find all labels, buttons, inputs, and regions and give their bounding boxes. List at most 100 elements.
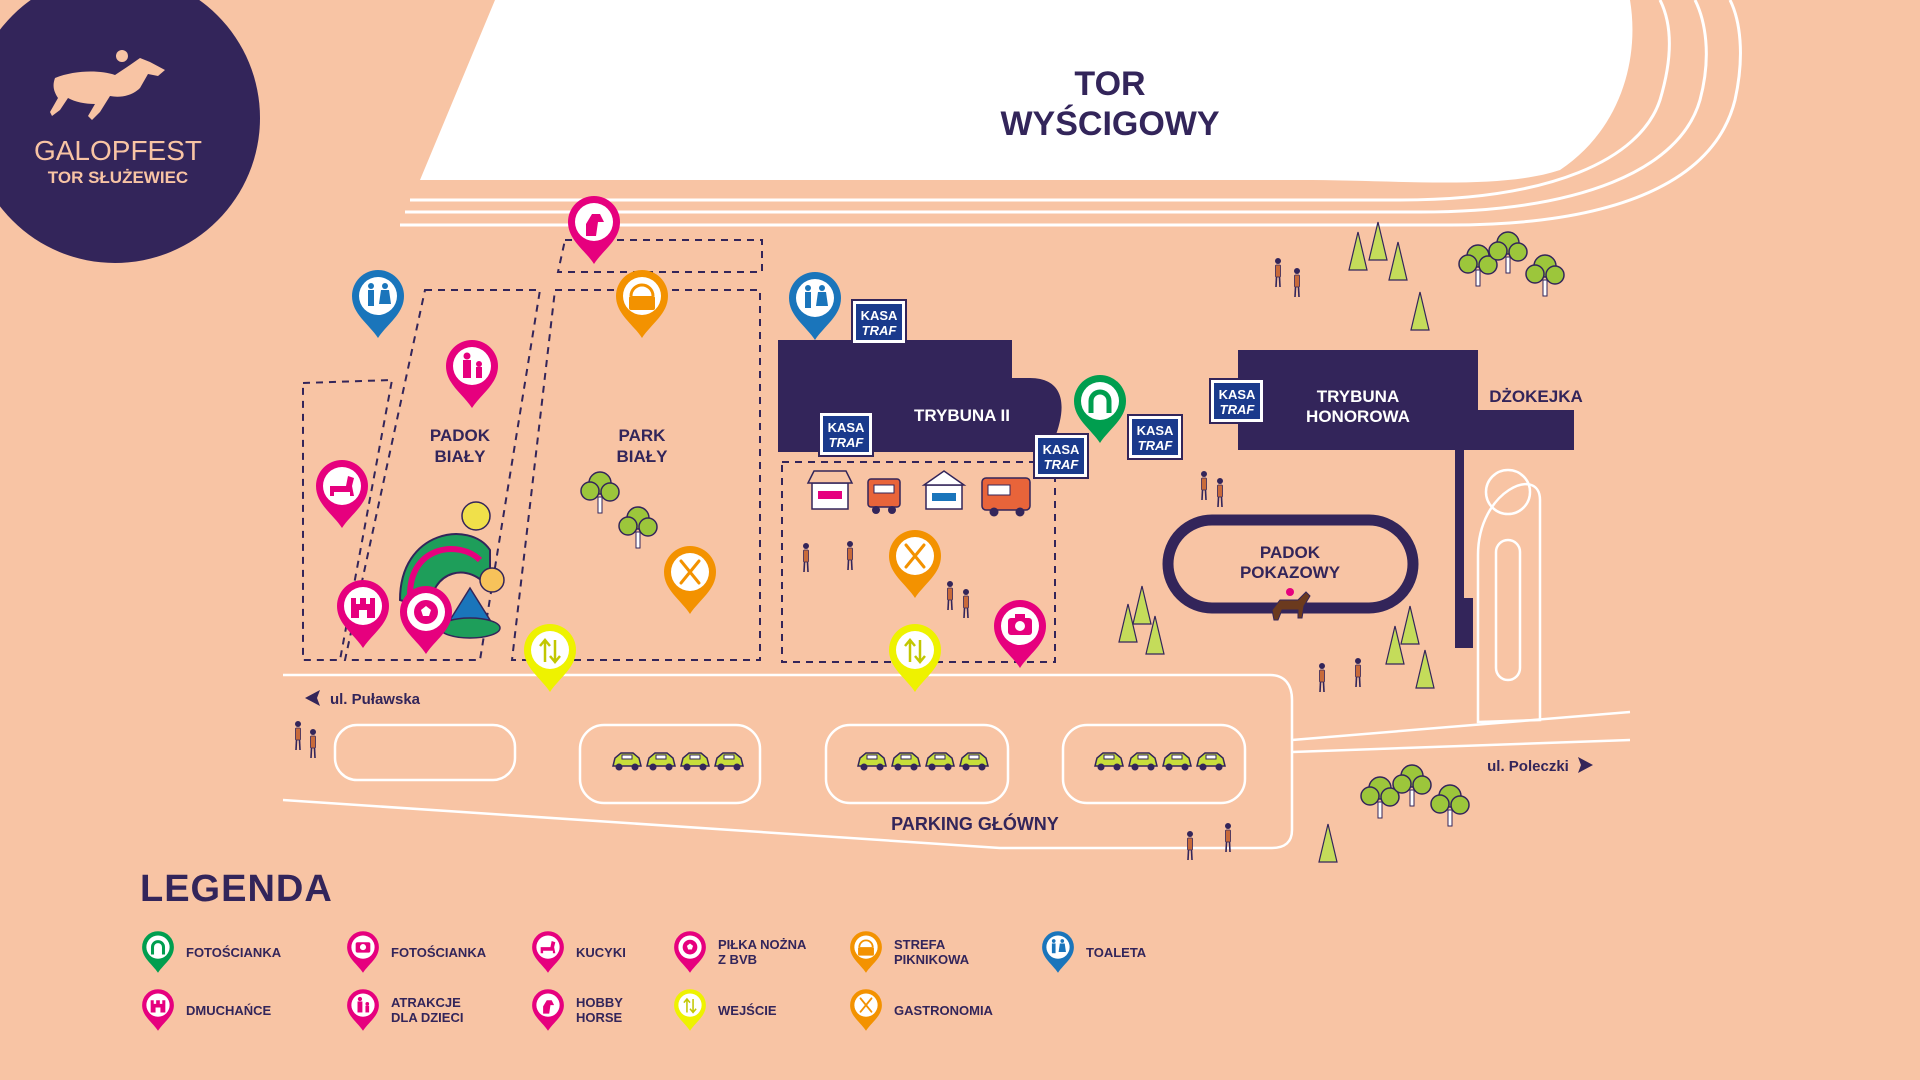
legend-label: ATRAKCJE DLA DZIECI <box>391 995 464 1025</box>
legend-item-bouncy-castle: DMUCHAŃCE <box>140 988 296 1032</box>
hobby-horse-icon <box>532 989 564 1031</box>
toilet-pin[interactable] <box>352 270 404 338</box>
legend-label: TOALETA <box>1086 944 1147 960</box>
kasa-traf-sign: KASA TRAF <box>1209 378 1265 424</box>
bouncy-castle-icon <box>351 598 375 618</box>
entrance-arrows-icon <box>904 638 926 664</box>
food-stall-icon <box>921 470 967 510</box>
parked-cars <box>612 752 1226 772</box>
legend-label: GASTRONOMIA <box>894 1002 993 1018</box>
pony-icon <box>330 476 354 496</box>
dashed-zones <box>302 239 1056 663</box>
legend-label: DMUCHAŃCE <box>186 1002 272 1018</box>
gastronomy-pin[interactable] <box>889 530 941 598</box>
entrance-pin[interactable] <box>889 624 941 692</box>
padok-pokazowy-line1: PADOK <box>1260 543 1321 562</box>
parking-island-4 <box>1061 723 1247 805</box>
park-bialy-line1: PARK <box>619 426 667 445</box>
kasa-label: KASA <box>828 420 865 435</box>
food-trucks <box>806 470 1031 517</box>
zone-top <box>556 239 763 273</box>
kids-attractions-pin[interactable] <box>446 340 498 408</box>
kids-attractions-icon <box>463 352 482 378</box>
food-cart-icon <box>867 478 901 514</box>
trybuna-honorowa: TRYBUNA HONOROWA <box>1238 350 1574 648</box>
legend-label: FOTOŚCIANKA <box>391 944 487 960</box>
parking-island-3 <box>824 723 1010 805</box>
legend-label: WEJŚCIE <box>718 1002 777 1018</box>
kasa-traf-sign: KASA TRAF <box>818 411 874 457</box>
entrance-arrows-icon <box>674 989 706 1031</box>
horseshoe-photowall-pin[interactable] <box>1074 375 1126 443</box>
toilet-pin[interactable] <box>789 272 841 340</box>
legend-item-photowall-camera: FOTOŚCIANKA <box>345 930 501 974</box>
kasa-traf-sign: KASA TRAF <box>851 299 907 345</box>
galopfest-logo: GALOPFEST TOR SŁUŻEWIEC <box>0 0 260 263</box>
kasa-label: KASA <box>1219 387 1256 402</box>
pony-pin[interactable] <box>316 460 368 528</box>
entrance-pin[interactable] <box>524 624 576 692</box>
legend-title: LEGENDA <box>140 868 333 910</box>
padok-pokazowy-line2: POKAZOWY <box>1240 563 1341 582</box>
roundabout <box>1476 482 1542 724</box>
trybuna-honorowa-line1: TRYBUNA <box>1317 387 1399 406</box>
food-truck-icon <box>981 477 1031 517</box>
hobby-horse-pin[interactable] <box>568 196 620 264</box>
logo-title: GALOPFEST <box>34 135 202 166</box>
padok-bialy-line2: BIAŁY <box>435 447 487 466</box>
picnic-basket-icon <box>629 283 655 310</box>
kids-attractions-illustration <box>398 501 505 639</box>
cutlery-icon <box>904 543 926 569</box>
pony-icon <box>532 931 564 973</box>
street-poleczki: ul. Poleczki <box>1487 757 1593 775</box>
kids-attractions-icon <box>347 989 379 1031</box>
street-pulawska: ul. Puławska <box>305 690 421 708</box>
kasa-traf-sign: KASA TRAF <box>1033 433 1089 479</box>
kasa-traf-sign: KASA TRAF <box>1127 414 1183 460</box>
bouncy-castle-pin[interactable] <box>337 580 389 648</box>
picnic-basket-icon <box>850 931 882 973</box>
map-pins <box>316 196 1126 692</box>
horseshoe-icon <box>142 931 174 973</box>
legend-item-hobby-horse: HOBBY HORSE <box>530 988 686 1032</box>
logo-subtitle: TOR SŁUŻEWIEC <box>48 168 188 187</box>
race-track-label-line1: TOR <box>1074 65 1145 103</box>
traf-label: TRAF <box>862 323 898 338</box>
kasa-label: KASA <box>1043 442 1080 457</box>
road-main <box>282 673 1294 850</box>
toilet-icon <box>1042 931 1074 973</box>
kasa-traf-signs: KASA TRAF KASA TRAF KASA TRAF KASA TRAF … <box>818 299 1265 479</box>
legend-item-soccer: PIŁKA NOŻNA Z BVB <box>672 930 828 974</box>
legend-item-picnic: STREFA PIKNIKOWA <box>848 930 1004 974</box>
legend-item-entrance: WEJŚCIE <box>672 988 828 1032</box>
zone-food-trucks <box>781 461 1056 663</box>
padok-pokazowy: PADOK POKAZOWY <box>1162 514 1419 621</box>
legend-label: FOTOŚCIANKA <box>186 944 282 960</box>
cutlery-icon <box>679 559 701 585</box>
dzokejka-label: DŻOKEJKA <box>1489 387 1583 406</box>
gastronomy-pin[interactable] <box>664 546 716 614</box>
soccer-ball-icon <box>414 600 438 624</box>
camera-icon <box>347 931 379 973</box>
traf-label: TRAF <box>1044 457 1080 472</box>
legend-label: KUCYKI <box>576 944 626 960</box>
legend-item-photowall-horseshoe: FOTOŚCIANKA <box>140 930 296 974</box>
race-track: TOR WYŚCIGOWY <box>400 0 1742 227</box>
traf-label: TRAF <box>829 435 865 450</box>
trybuna-honorowa-line2: HONOROWA <box>1306 407 1410 426</box>
racehorse-icon <box>50 58 165 120</box>
camera-photowall-pin[interactable] <box>994 600 1046 668</box>
food-stall-icon <box>806 470 854 510</box>
legend-label: HOBBY HORSE <box>576 995 623 1025</box>
legend-item-kids: ATRAKCJE DLA DZIECI <box>345 988 501 1032</box>
legend-item-gastronomy: GASTRONOMIA <box>848 988 1004 1032</box>
soccer-ball-icon <box>674 931 706 973</box>
traf-label: TRAF <box>1138 438 1174 453</box>
horseshoe-icon <box>1088 389 1112 413</box>
kasa-label: KASA <box>1137 423 1174 438</box>
camera-icon <box>1008 614 1032 635</box>
picnic-pin[interactable] <box>616 270 668 338</box>
legend-item-pony: KUCYKI <box>530 930 686 974</box>
soccer-pin[interactable] <box>400 586 452 654</box>
